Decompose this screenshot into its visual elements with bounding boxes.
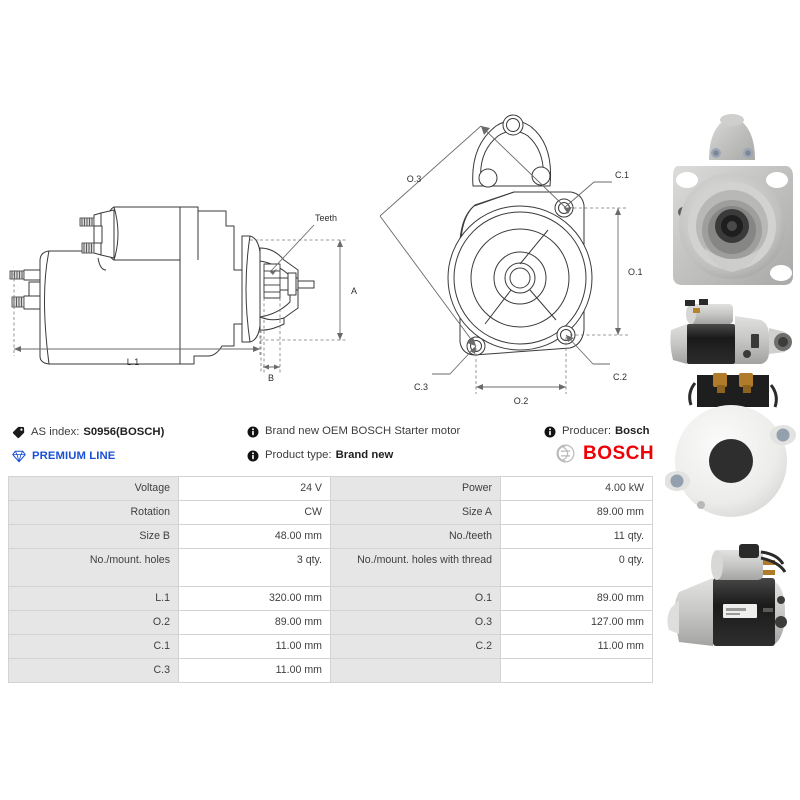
spec-label-left: C.1 xyxy=(8,634,179,659)
product-type-label: Product type: xyxy=(265,449,332,462)
oem-note-text: Brand new OEM BOSCH Starter motor xyxy=(265,425,461,438)
spec-value-right xyxy=(500,658,653,683)
product-type-line: Product type: Brand new xyxy=(247,450,393,462)
product-photo-front-face[interactable] xyxy=(665,108,800,293)
spec-value-right: 11.00 mm xyxy=(500,634,653,659)
oem-note-line: Brand new OEM BOSCH Starter motor xyxy=(247,426,460,438)
as-index-value: S0956(BOSCH) xyxy=(83,425,165,438)
spec-value-left: 89.00 mm xyxy=(178,610,331,635)
dim-label-a: A xyxy=(351,286,357,296)
product-photo-rear-angle[interactable] xyxy=(665,526,800,666)
product-type-value: Brand new xyxy=(335,449,394,462)
spec-label-right: C.2 xyxy=(330,634,501,659)
as-index-label: AS index: xyxy=(31,425,80,438)
dim-label-l1: L.1 xyxy=(127,357,140,367)
as-index-line: AS index: S0956(BOSCH) xyxy=(12,426,164,439)
spec-value-right: 4.00 kW xyxy=(500,476,653,501)
producer-line: Producer: Bosch xyxy=(544,426,650,438)
spec-label-right: No./mount. holes with thread xyxy=(330,548,501,587)
spec-label-left: C.3 xyxy=(8,658,179,683)
premium-line-badge: PREMIUM LINE xyxy=(12,450,115,463)
spec-label-right: No./teeth xyxy=(330,524,501,549)
product-info-summary: AS index: S0956(BOSCH) PREMIUM LINE Bran… xyxy=(0,420,660,472)
spec-value-left: 320.00 mm xyxy=(178,586,331,611)
producer-value: Bosch xyxy=(614,425,650,438)
spec-value-right: 127.00 mm xyxy=(500,610,653,635)
spec-value-left: 11.00 mm xyxy=(178,634,331,659)
spec-label-left: Size B xyxy=(8,524,179,549)
spec-value-left: 24 V xyxy=(178,476,331,501)
spec-label-left: Rotation xyxy=(8,500,179,525)
dim-label-o2: O.2 xyxy=(514,396,529,406)
spec-label-left: Voltage xyxy=(8,476,179,501)
spec-value-left: 3 qty. xyxy=(178,548,331,587)
dim-label-c3: C.3 xyxy=(414,382,428,392)
starter-motor-front-view-drawing: O.3 C.1 O.1 C.2 C.3 O.2 xyxy=(379,114,643,406)
spec-value-left: 48.00 mm xyxy=(178,524,331,549)
spec-value-right: 89.00 mm xyxy=(500,500,653,525)
product-photo-solenoid-terminals[interactable] xyxy=(665,373,800,523)
spec-label-left: O.2 xyxy=(8,610,179,635)
tag-icon xyxy=(12,426,25,439)
starter-motor-side-view-drawing: Teeth A L.1 B xyxy=(9,206,357,383)
spec-label-right: O.3 xyxy=(330,610,501,635)
gem-icon xyxy=(12,450,26,463)
spec-value-left: CW xyxy=(178,500,331,525)
spec-value-left: 11.00 mm xyxy=(178,658,331,683)
spec-label-right: O.1 xyxy=(330,586,501,611)
spec-label-right: Power xyxy=(330,476,501,501)
technical-drawings: Teeth A L.1 B xyxy=(0,0,665,415)
info-icon xyxy=(247,426,259,438)
producer-label: Producer: xyxy=(562,425,611,438)
dim-label-teeth: Teeth xyxy=(315,213,337,223)
dim-label-c2: C.2 xyxy=(613,372,627,382)
dim-label-b: B xyxy=(268,373,274,383)
bosch-emblem-icon xyxy=(556,444,575,463)
info-icon xyxy=(247,450,259,462)
spec-value-right: 11 qty. xyxy=(500,524,653,549)
bosch-wordmark-text: BOSCH xyxy=(583,443,655,464)
dim-label-o1: O.1 xyxy=(628,267,643,277)
dim-label-c1: C.1 xyxy=(615,170,629,180)
spec-label-left: L.1 xyxy=(8,586,179,611)
product-photo-side-profile[interactable] xyxy=(665,296,800,371)
spec-label-right: Size A xyxy=(330,500,501,525)
premium-line-label: PREMIUM LINE xyxy=(32,449,116,462)
spec-label-left: No./mount. holes xyxy=(8,548,179,587)
info-icon xyxy=(544,426,556,438)
bosch-logo: BOSCH xyxy=(556,444,654,463)
spec-label-right xyxy=(330,658,501,683)
spec-value-right: 0 qty. xyxy=(500,548,653,587)
dim-label-o3: O.3 xyxy=(407,174,422,184)
product-photo-strip xyxy=(665,108,800,668)
spec-value-right: 89.00 mm xyxy=(500,586,653,611)
